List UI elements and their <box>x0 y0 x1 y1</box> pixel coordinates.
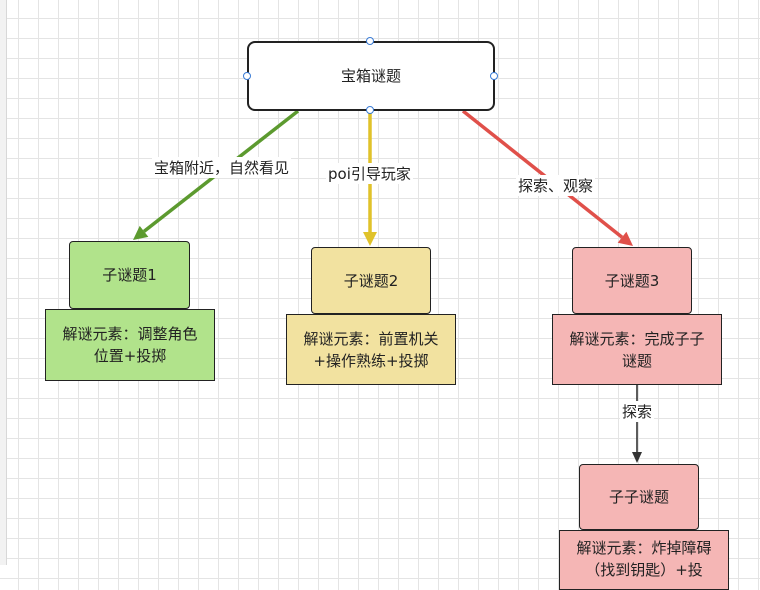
connector-arrowhead-2 <box>363 232 377 246</box>
connector-line-3[interactable] <box>461 109 624 239</box>
edge-label-1: 宝箱附近，自然看见 <box>152 157 292 178</box>
connection-handle-left[interactable] <box>243 72 251 80</box>
subpuzzle-1-detail: 解谜元素：调整角色位置+投掷 <box>62 325 198 365</box>
canvas-left-edge <box>0 0 7 565</box>
subpuzzle-2-detail: 解谜元素：前置机关+操作熟练+投掷 <box>303 329 439 370</box>
subpuzzle-3-detail-box[interactable]: 解谜元素：完成子子谜题 <box>552 314 722 385</box>
subpuzzle-2-title: 子谜题2 <box>343 271 399 290</box>
connector-arrowhead-4 <box>632 452 642 463</box>
subpuzzle-1-title-box[interactable]: 子谜题1 <box>69 241 190 309</box>
sub-subpuzzle-detail: 解谜元素：炸掉障碍（找到钥匙）+投 <box>576 539 712 579</box>
connection-handle-top[interactable] <box>366 37 374 45</box>
sub-subpuzzle-title: 子子谜题 <box>608 488 669 506</box>
root-node-label: 宝箱谜题 <box>340 67 401 85</box>
subpuzzle-1-detail-box[interactable]: 解谜元素：调整角色位置+投掷 <box>45 309 215 381</box>
subpuzzle-2-detail-box[interactable]: 解谜元素：前置机关+操作熟练+投掷 <box>286 314 456 385</box>
edge-label-4: 探索 <box>620 401 655 422</box>
connection-handle-right[interactable] <box>490 72 498 80</box>
subpuzzle-2-title-box[interactable]: 子谜题2 <box>311 247 431 314</box>
connection-handle-bottom[interactable] <box>366 106 374 114</box>
subpuzzle-3-title-box[interactable]: 子谜题3 <box>572 247 692 314</box>
edge-label-3: 探索、观察 <box>516 175 596 196</box>
subpuzzle-1-title: 子谜题1 <box>102 266 157 284</box>
subpuzzle-3-detail: 解谜元素：完成子子谜题 <box>569 329 705 370</box>
subpuzzle-3-title: 子谜题3 <box>604 271 660 290</box>
root-node-treasure-puzzle[interactable]: 宝箱谜题 <box>247 41 495 111</box>
connector-arrowhead-1 <box>133 225 149 240</box>
sub-subpuzzle-detail-box[interactable]: 解谜元素：炸掉障碍（找到钥匙）+投 <box>559 530 729 590</box>
edge-label-2: poi引导玩家 <box>326 163 413 184</box>
sub-subpuzzle-title-box[interactable]: 子子谜题 <box>579 464 699 530</box>
connector-arrowhead-3 <box>617 231 633 246</box>
